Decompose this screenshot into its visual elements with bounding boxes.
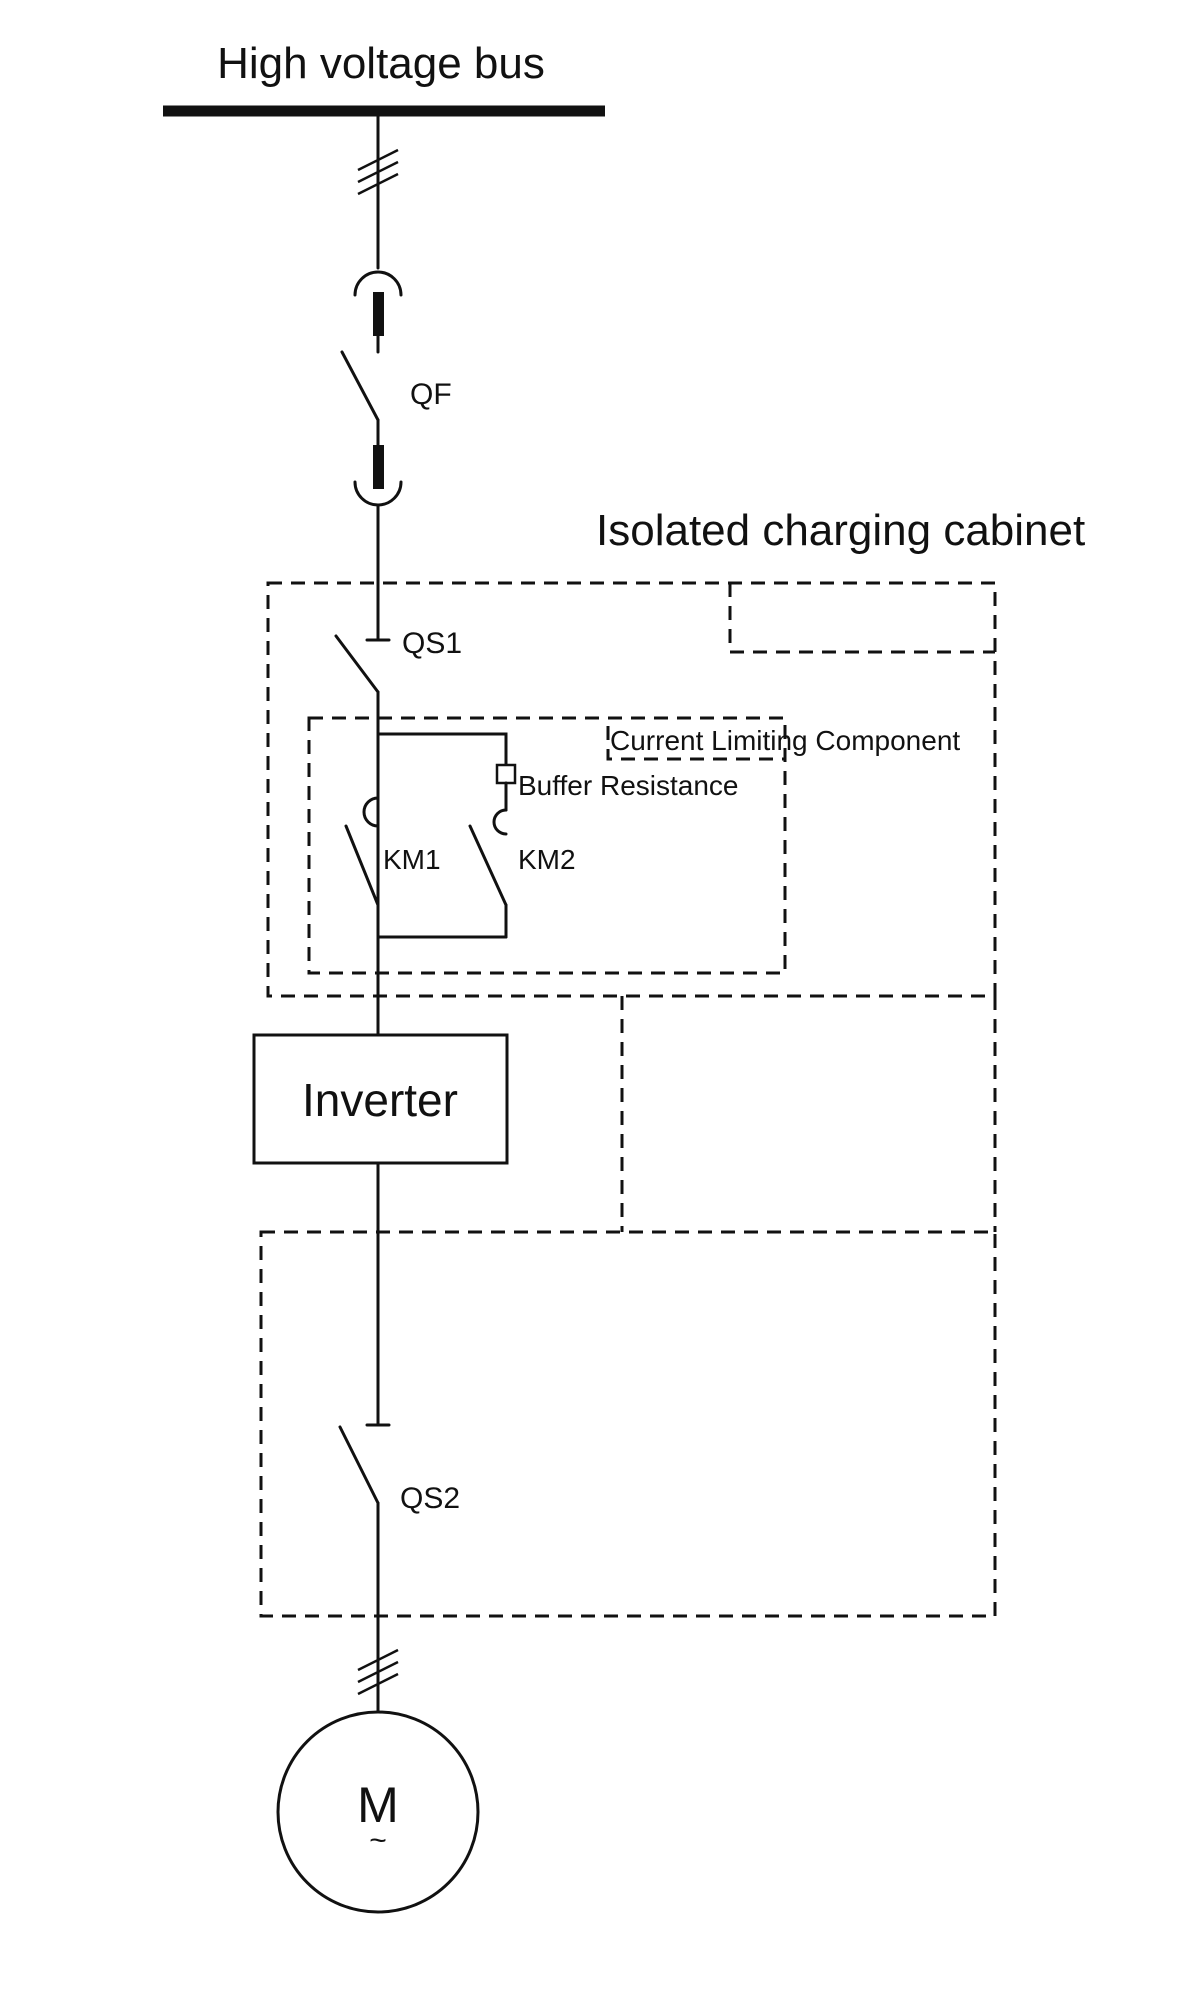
- motor-ac-label: ~: [369, 1824, 387, 1857]
- qs1-disconnector: QS1: [334, 627, 462, 1037]
- high-voltage-bus: High voltage bus: [163, 39, 605, 117]
- qs2-label: QS2: [400, 1482, 460, 1515]
- inverter: Inverter: [252, 1033, 509, 1427]
- qf-label: QF: [410, 378, 452, 411]
- main-conductor: [357, 109, 399, 270]
- buffer-resistance-label: Buffer Resistance: [518, 770, 739, 801]
- three-phase-marker-top: [357, 148, 399, 196]
- cabinet-label: Isolated charging cabinet: [596, 506, 1085, 555]
- km1-label: KM1: [383, 844, 441, 875]
- current-limiting-label: Current Limiting Component: [610, 725, 960, 756]
- inverter-label: Inverter: [302, 1074, 458, 1126]
- motor: M ~: [276, 1710, 480, 1914]
- qf-breaker: QF: [340, 270, 452, 642]
- km2-label: KM2: [518, 844, 576, 875]
- current-limiting-component: Current Limiting Component Buffer Resist…: [307, 716, 960, 975]
- bus-label: High voltage bus: [217, 39, 545, 88]
- three-phase-marker-bottom: [357, 1648, 399, 1696]
- motor-symbol-label: M: [357, 1777, 399, 1833]
- charging-cabinet: Isolated charging cabinet: [266, 506, 1085, 998]
- side-regions: [620, 996, 997, 1232]
- qs2-disconnector: QS2: [338, 1423, 460, 1714]
- qs1-label: QS1: [402, 627, 462, 660]
- output-section: [259, 1230, 997, 1618]
